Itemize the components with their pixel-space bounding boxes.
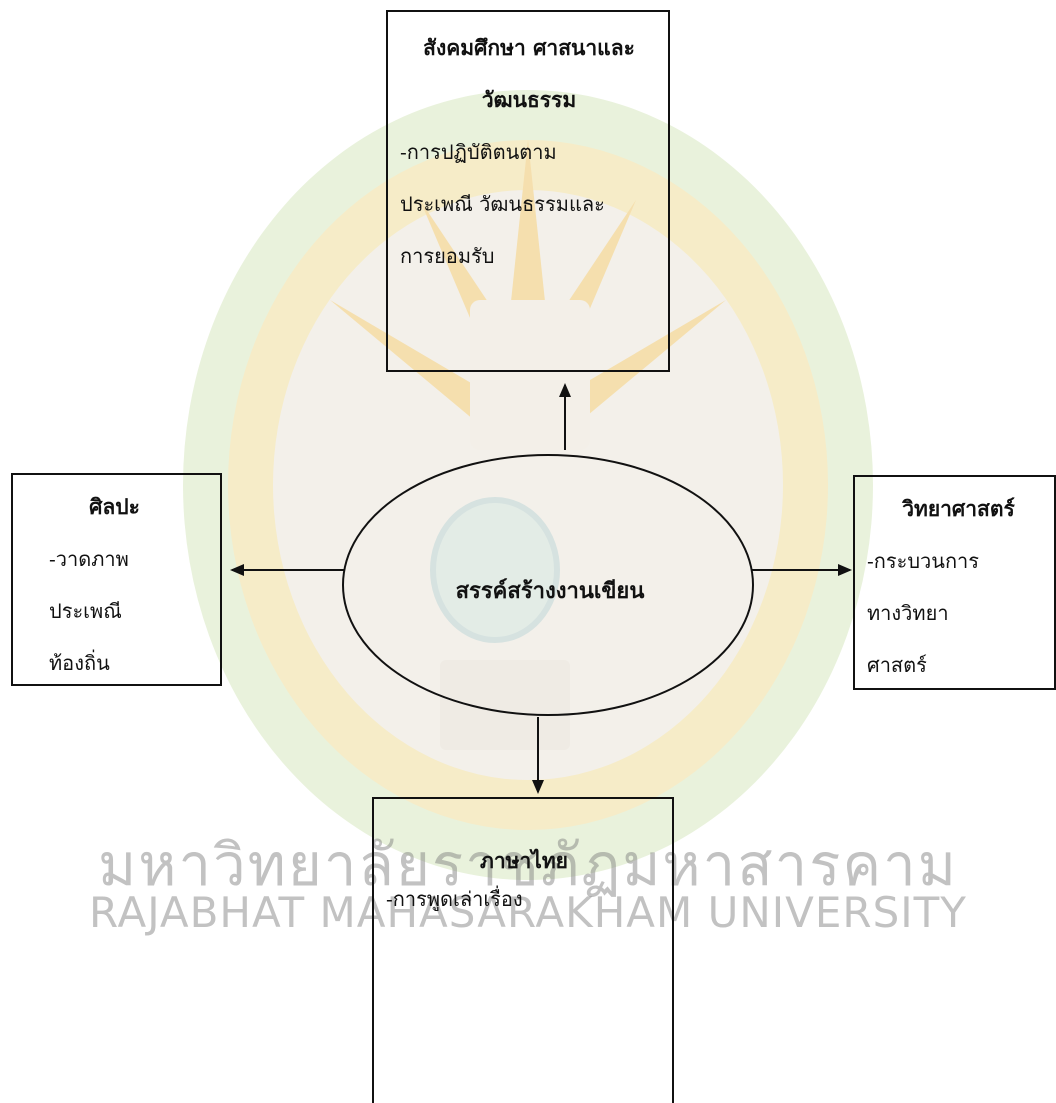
right-box-line-1: -กระบวนการ — [867, 549, 980, 573]
right-box-line-3: ศาสตร์ — [867, 653, 927, 677]
top-box-line-3: การยอมรับ — [400, 244, 495, 268]
left-box-line-2: ประเพณี — [49, 599, 122, 623]
center-ellipse — [342, 454, 754, 716]
left-box-title: ศิลปะ — [89, 494, 140, 519]
left-box-line-1: -วาดภาพ — [49, 547, 129, 571]
bottom-box-thai-language: ภาษาไทย -การพูดเล่าเรื่อง — [372, 797, 674, 1103]
top-box-title-line-1: สังคมศึกษา ศาสนาและ — [423, 35, 635, 60]
right-box-title: วิทยาศาสตร์ — [902, 496, 1015, 521]
bottom-box-line-1: -การพูดเล่าเรื่อง — [386, 887, 523, 911]
right-box-line-2: ทางวิทยา — [867, 601, 949, 625]
top-box-social-studies: สังคมศึกษา ศาสนาและ วัฒนธรรม -การปฏิบัติ… — [386, 10, 670, 372]
right-box-science: วิทยาศาสตร์ -กระบวนการ ทางวิทยา ศาสตร์ — [853, 475, 1056, 690]
top-box-line-1: -การปฏิบัติตนตาม — [400, 140, 557, 164]
left-box-line-3: ท้องถิ่น — [49, 651, 110, 675]
watermark-thai-text: มหาวิทยาลัยราชภัฏมหาสารคาม — [98, 831, 958, 899]
center-label: สรรค์สร้างงานเขียน — [455, 578, 645, 604]
watermark-english-text: RAJABHAT MAHASARAKHAM UNIVERSITY — [89, 888, 967, 937]
top-box-line-2: ประเพณี วัฒนธรรมและ — [400, 192, 605, 216]
top-box-title-line-2: วัฒนธรรม — [481, 87, 577, 112]
bottom-box-title: ภาษาไทย — [480, 848, 568, 873]
left-box-art: ศิลปะ -วาดภาพ ประเพณี ท้องถิ่น — [11, 473, 222, 686]
